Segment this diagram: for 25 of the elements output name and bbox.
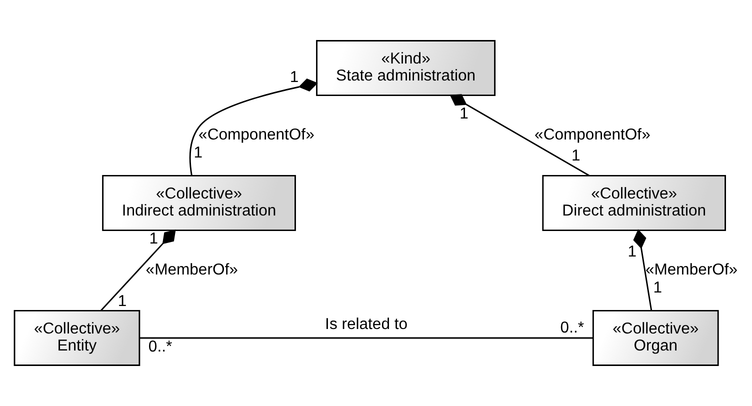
edge-label: «ComponentOf» (198, 126, 314, 144)
connector (100, 230, 176, 311)
connector (633, 229, 652, 311)
edge-label: Is related to (325, 316, 408, 334)
node-box: «Collective» Entity (14, 310, 140, 366)
label: 1 (290, 68, 299, 86)
label: 1 (572, 148, 580, 165)
edge-label: «MemberOf» (146, 262, 238, 279)
connector (450, 94, 590, 176)
edge-label: «MemberOf» (645, 262, 738, 279)
node-box: «Collective» Direct administration (542, 175, 726, 231)
label: 1 (149, 230, 158, 248)
label: 0..* (560, 319, 584, 336)
node-box: «Kind» State administration (316, 40, 496, 96)
node-box: «Collective» Organ (592, 310, 719, 366)
label: 1 (118, 292, 127, 310)
label: 1 (194, 144, 203, 162)
connector (189, 78, 318, 176)
edge-label: «ComponentOf» (534, 126, 650, 144)
label: 1 (628, 244, 637, 261)
label: 0..* (148, 338, 172, 356)
label: 1 (653, 279, 662, 296)
node-box: «Collective» Indirect administration (102, 175, 296, 231)
connector (139, 337, 593, 339)
label: 1 (460, 105, 468, 122)
